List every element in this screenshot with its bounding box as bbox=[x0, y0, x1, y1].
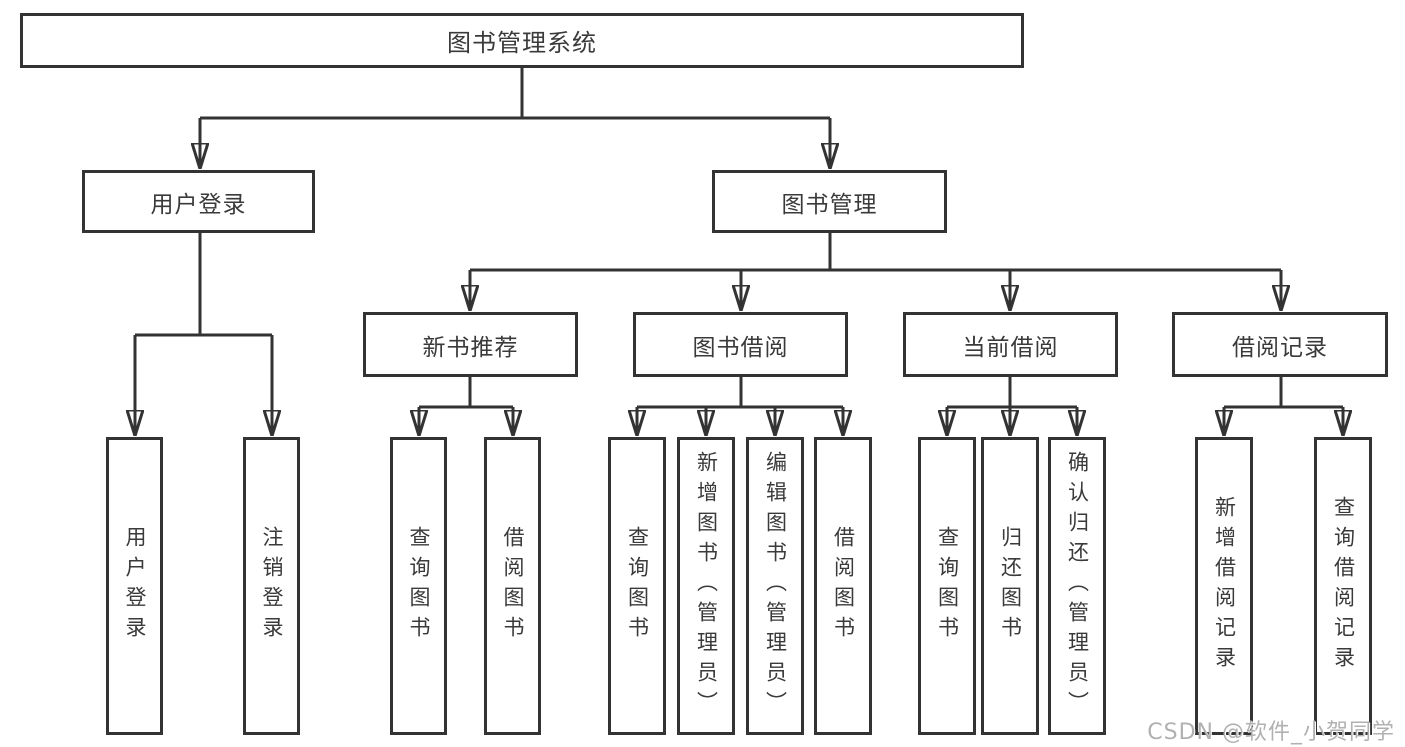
leaf-add-book-admin-label: 新增图书（管理员） bbox=[694, 451, 719, 721]
leaf-borrow-books-borrowing: 借阅图书 bbox=[814, 437, 872, 735]
node-current-borrowing: 当前借阅 bbox=[903, 312, 1118, 377]
node-borrowing-records: 借阅记录 bbox=[1172, 312, 1388, 377]
leaf-add-book-admin: 新增图书（管理员） bbox=[677, 437, 735, 735]
leaf-borrow-books-borrowing-label: 借阅图书 bbox=[831, 526, 856, 646]
leaf-user-login: 用户登录 bbox=[106, 437, 163, 735]
leaf-edit-book-admin-label: 编辑图书（管理员） bbox=[763, 451, 788, 721]
node-book-management: 图书管理 bbox=[712, 170, 947, 233]
leaf-query-books-current-label: 查询图书 bbox=[935, 526, 960, 646]
leaf-query-books-borrowing-label: 查询图书 bbox=[625, 526, 650, 646]
leaf-query-borrow-record-label: 查询借阅记录 bbox=[1331, 496, 1356, 676]
leaf-borrow-books-recommend: 借阅图书 bbox=[484, 437, 541, 735]
leaf-borrow-books-recommend-label: 借阅图书 bbox=[501, 526, 525, 646]
leaf-logout: 注销登录 bbox=[243, 437, 300, 735]
leaf-query-books-recommend: 查询图书 bbox=[390, 437, 447, 735]
leaf-add-borrow-record-label: 新增借阅记录 bbox=[1212, 496, 1237, 676]
node-library-system: 图书管理系统 bbox=[20, 13, 1024, 68]
leaf-edit-book-admin: 编辑图书（管理员） bbox=[746, 437, 804, 735]
node-book-borrowing: 图书借阅 bbox=[633, 312, 848, 377]
leaf-query-books-current: 查询图书 bbox=[918, 437, 976, 735]
node-borrowing-records-label: 借阅记录 bbox=[1232, 334, 1328, 361]
node-new-book-recommendation: 新书推荐 bbox=[363, 312, 578, 377]
leaf-logout-label: 注销登录 bbox=[260, 526, 284, 646]
leaf-user-login-label: 用户登录 bbox=[123, 526, 147, 646]
leaf-return-books: 归还图书 bbox=[981, 437, 1039, 735]
node-book-management-label: 图书管理 bbox=[781, 191, 878, 218]
leaf-query-books-recommend-label: 查询图书 bbox=[407, 526, 431, 646]
leaf-confirm-return-admin: 确认归还（管理员） bbox=[1048, 437, 1106, 735]
node-new-book-recommendation-label: 新书推荐 bbox=[422, 334, 519, 361]
node-user-login-label: 用户登录 bbox=[150, 191, 247, 218]
node-book-borrowing-label: 图书借阅 bbox=[692, 334, 789, 361]
csdn-watermark: CSDN @软件_小贺同学 bbox=[1147, 720, 1395, 745]
leaf-add-borrow-record: 新增借阅记录 bbox=[1195, 437, 1253, 735]
leaf-confirm-return-admin-label: 确认归还（管理员） bbox=[1065, 451, 1090, 721]
leaf-query-books-borrowing: 查询图书 bbox=[608, 437, 666, 735]
leaf-return-books-label: 归还图书 bbox=[998, 526, 1023, 646]
node-user-login: 用户登录 bbox=[82, 170, 315, 233]
node-library-system-label: 图书管理系统 bbox=[447, 29, 597, 57]
node-current-borrowing-label: 当前借阅 bbox=[962, 334, 1059, 361]
leaf-query-borrow-record: 查询借阅记录 bbox=[1314, 437, 1372, 735]
